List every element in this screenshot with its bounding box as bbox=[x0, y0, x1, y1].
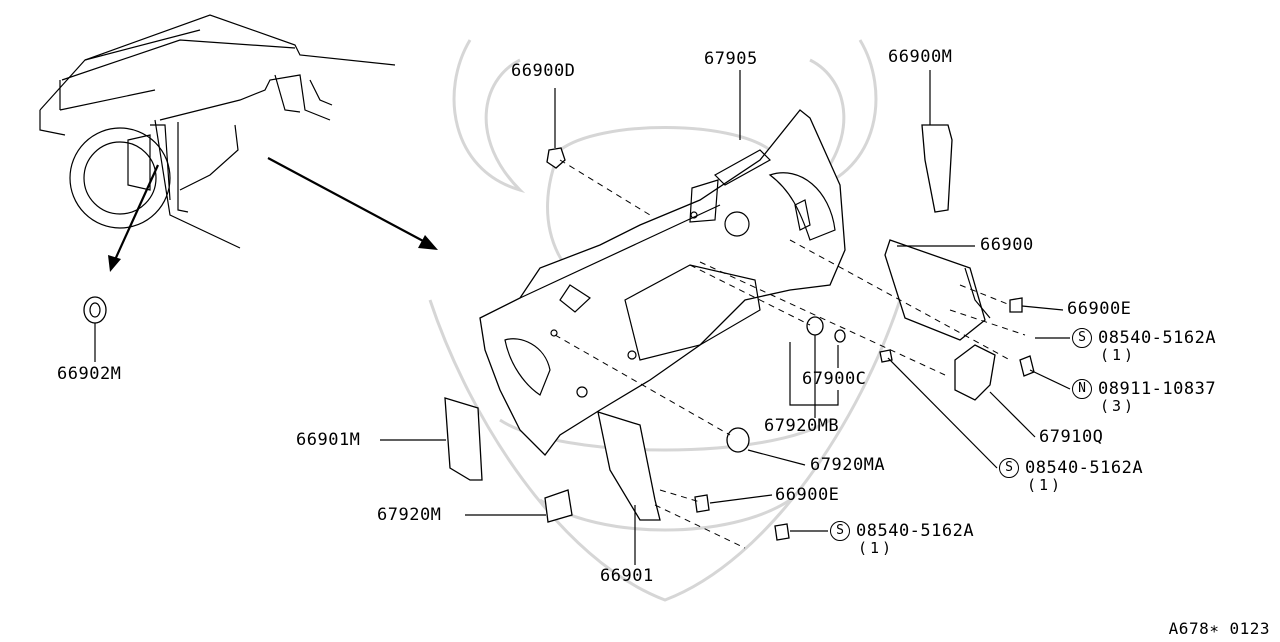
direction-arrows bbox=[108, 157, 438, 272]
callout-08540-5162A-upper: 08540-5162A bbox=[1098, 328, 1217, 348]
symbol-s-icon: S bbox=[1072, 328, 1092, 348]
part-66900-shape bbox=[884, 239, 986, 341]
symbol-n-icon: N bbox=[1072, 379, 1092, 399]
part-66902M-shape bbox=[83, 296, 107, 324]
callout-08911-10837: 08911-10837 bbox=[1098, 379, 1217, 399]
callout-66901M: 66901M bbox=[296, 430, 361, 450]
part-67920M-shape bbox=[544, 489, 573, 523]
qty-08540-5162A-upper: (1) bbox=[1100, 346, 1137, 364]
part-66900D-shape bbox=[546, 147, 566, 169]
callout-67910Q: 67910Q bbox=[1039, 427, 1104, 447]
symbol-s-icon: S bbox=[999, 458, 1019, 478]
callout-66900E-bottom: 66900E bbox=[775, 485, 840, 505]
callout-66901: 66901 bbox=[600, 566, 654, 586]
callout-67900C: 67900C bbox=[802, 369, 867, 389]
assembly-lines bbox=[554, 159, 1026, 549]
part-67920MA-shape bbox=[726, 427, 750, 453]
qty-08540-5162A-middle: (1) bbox=[1027, 476, 1064, 494]
part-66901-shape bbox=[597, 411, 661, 521]
qty-08540-5162A-lower: (1) bbox=[858, 539, 895, 557]
callout-66900M: 66900M bbox=[888, 47, 953, 67]
part-67920MB-shape bbox=[806, 316, 824, 336]
part-67900C-shape bbox=[834, 329, 846, 343]
leader-lines bbox=[94, 70, 1071, 565]
callout-66900D: 66900D bbox=[511, 61, 576, 81]
callout-66902M: 66902M bbox=[57, 364, 122, 384]
symbol-s-icon: S bbox=[830, 521, 850, 541]
vehicle-outline bbox=[39, 14, 396, 249]
callout-08540-5162A-lower: 08540-5162A bbox=[856, 521, 975, 541]
callout-08540-5162A-middle: 08540-5162A bbox=[1025, 458, 1144, 478]
part-66900M-shape bbox=[921, 124, 953, 213]
callout-67905: 67905 bbox=[704, 49, 758, 69]
callout-66900: 66900 bbox=[980, 235, 1034, 255]
diagram-code: A678∗ 0123 bbox=[1168, 619, 1270, 638]
qty-08911-10837: (3) bbox=[1100, 397, 1137, 415]
callout-67920M: 67920M bbox=[377, 505, 442, 525]
callout-66900E-right: 66900E bbox=[1067, 299, 1132, 319]
callout-67920MA: 67920MA bbox=[810, 455, 886, 475]
callout-67920MB: 67920MB bbox=[764, 416, 840, 436]
part-67910Q-shape bbox=[954, 344, 996, 401]
part-66901M-shape bbox=[444, 397, 483, 481]
